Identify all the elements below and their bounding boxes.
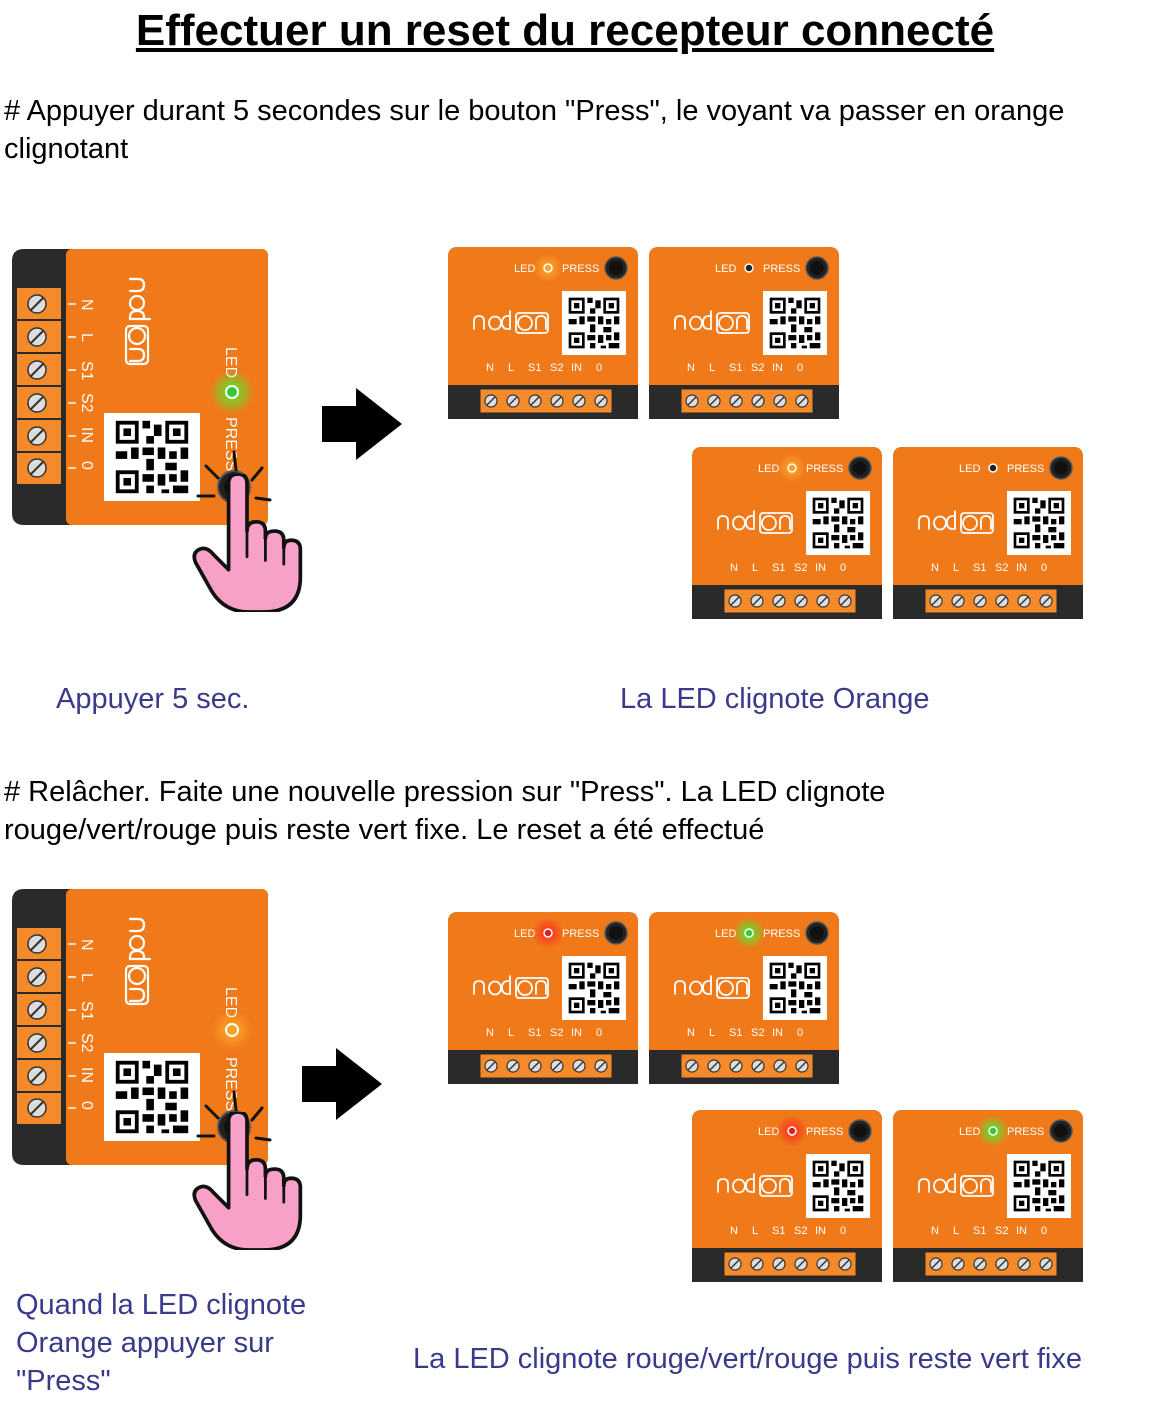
step1-caption-left: Appuyer 5 sec. — [56, 683, 250, 715]
step1-led-4 — [988, 463, 998, 473]
step2-small-devices — [448, 912, 1083, 1282]
step2-led-4 — [988, 1126, 998, 1136]
step1-caption-right: La LED clignote Orange — [620, 683, 930, 715]
step2-caption-left: Quand la LED clignote Orange appuyer sur… — [16, 1289, 307, 1397]
page-title: Effectuer un reset du recepteur connecté — [135, 6, 995, 55]
step2-press-rays — [196, 1090, 272, 1142]
step1-led-2 — [744, 263, 754, 273]
arrow-right-icon — [322, 388, 402, 460]
arrow-right-icon — [302, 1048, 382, 1120]
step1-big-led — [225, 385, 239, 399]
step1-press-rays — [196, 450, 272, 502]
step2-instruction: # Relâcher. Faite une nouvelle pression … — [4, 776, 886, 846]
step2-led-3 — [787, 1126, 797, 1136]
step1-led-1 — [543, 263, 553, 273]
step1-big-device — [12, 249, 268, 525]
step2-caption-right: La LED clignote rouge/vert/rouge puis re… — [413, 1343, 1082, 1375]
step2-big-device — [12, 889, 268, 1165]
step1-instruction: # Appuyer durant 5 secondes sur le bouto… — [4, 95, 1065, 165]
step1-small-devices — [448, 247, 1083, 619]
step2-led-2 — [744, 928, 754, 938]
step2-big-led — [225, 1023, 239, 1037]
step2-led-1 — [543, 928, 553, 938]
step1-led-3 — [787, 463, 797, 473]
